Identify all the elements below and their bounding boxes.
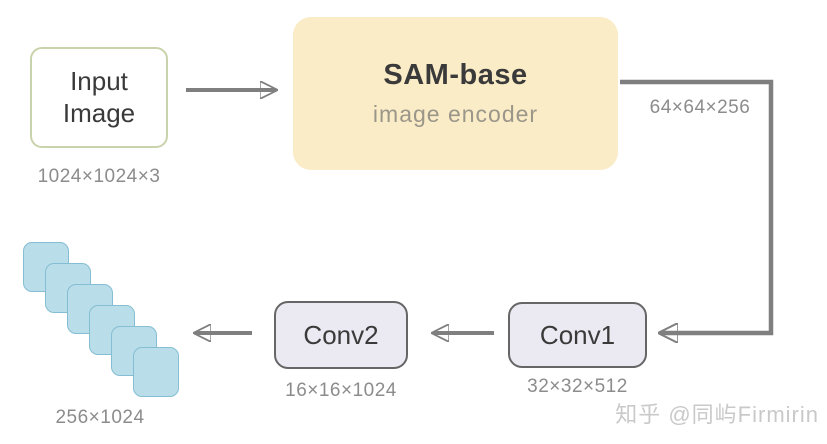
dim-label-sam-output: 64×64×256 — [649, 97, 751, 118]
sam-title: SAM-base — [383, 59, 528, 91]
dim-label-output: 256×1024 — [55, 407, 145, 428]
connector-sam-to-conv1 — [620, 79, 774, 333]
dim-label-conv1: 32×32×512 — [527, 376, 628, 397]
node-conv1: Conv1 — [508, 302, 647, 368]
dim-label-conv2: 16×16×1024 — [285, 380, 397, 401]
watermark: 知乎 @同屿Firmirin — [615, 402, 819, 427]
feature-map-stack — [23, 242, 183, 402]
conv2-label: Conv2 — [303, 319, 379, 350]
node-input-image: Input Image — [30, 47, 168, 148]
node-conv2: Conv2 — [274, 301, 408, 369]
input-image-label-line2: Image — [62, 97, 136, 128]
conv1-label: Conv1 — [539, 319, 616, 350]
feature-map-square — [133, 347, 179, 397]
dim-label-input: 1024×1024×3 — [37, 166, 161, 187]
node-sam-encoder: SAM-base image encoder — [293, 17, 618, 170]
sam-subtitle: image encoder — [372, 101, 539, 127]
input-image-label-line1: Input — [70, 65, 128, 96]
